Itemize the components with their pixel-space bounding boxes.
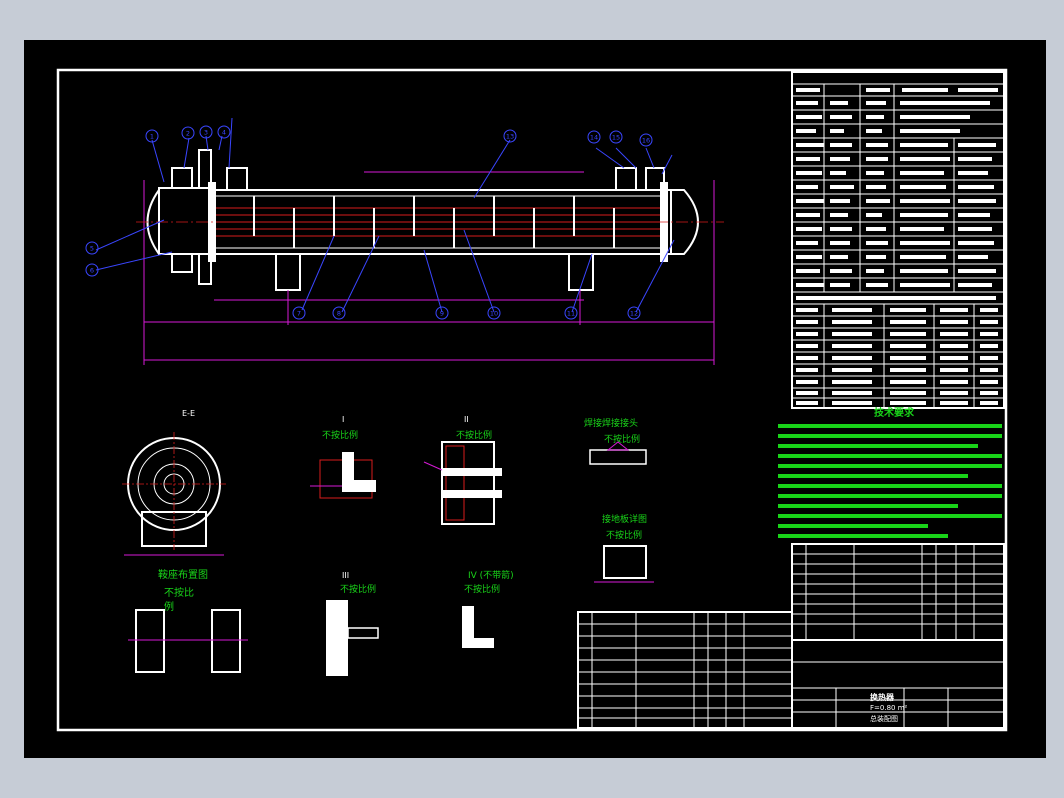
callout-number: 7	[297, 310, 301, 318]
callout-number: 16	[642, 137, 650, 145]
detail-ii-view: II 不按比例	[423, 415, 502, 525]
title-sub: F=0.80 m²	[870, 704, 908, 712]
tech-req-title: 技术要求	[874, 406, 915, 419]
cad-viewport[interactable]: 技术要求	[24, 40, 1046, 758]
callout-number: 11	[567, 310, 575, 318]
detail-iii-view: III 不按比例	[326, 571, 379, 676]
callout-number: 4	[222, 129, 226, 137]
weld-joint-view: 焊接焊接接头 不按比例	[584, 417, 647, 465]
ground-plate-view: 接地板详图 不按比例	[594, 513, 654, 583]
detail-i-view: I 不按比例	[310, 415, 376, 499]
detail-iv-scale: 不按比例	[464, 583, 500, 595]
callout-number: 3	[204, 129, 208, 137]
design-data-entries	[796, 88, 998, 405]
callout-number: 12	[630, 310, 638, 318]
callout-number: 13	[506, 133, 514, 141]
detail-ii-label: II	[464, 415, 469, 424]
weld-joint-scale: 不按比例	[604, 433, 640, 445]
callout-number: 5	[90, 245, 94, 253]
support-layout-label: 鞍座布置图	[158, 568, 208, 581]
callout-number: 14	[590, 134, 598, 142]
callout-number: 15	[612, 134, 620, 142]
title-sheet: 总装配图	[870, 714, 898, 723]
detail-i-label: I	[342, 415, 344, 424]
detail-iii-label: III	[342, 571, 349, 580]
parts-list-middle	[577, 611, 793, 729]
callout-number: 6	[90, 267, 94, 275]
weld-joint-label: 焊接焊接接头	[584, 417, 638, 429]
technical-requirements: 技术要求	[778, 406, 1002, 538]
ground-plate-scale: 不按比例	[606, 529, 642, 541]
callout-number: 8	[337, 310, 341, 318]
detail-iv-label: IV (不带箭)	[468, 569, 514, 581]
design-data-tables	[791, 71, 1005, 409]
support-scale-label-2: 例	[164, 600, 174, 613]
callout-number: 10	[490, 310, 498, 318]
title-block: 换热器 F=0.80 m² 总装配图	[791, 639, 1005, 729]
callout-number: 1	[150, 133, 154, 141]
detail-i-scale: 不按比例	[322, 429, 358, 441]
support-scale-label: 不按比	[164, 586, 194, 599]
section-ee-label: E-E	[182, 409, 195, 418]
detail-ii-scale: 不按比例	[456, 429, 492, 441]
detail-iv-view: IV (不带箭) 不按比例	[462, 569, 514, 648]
ground-plate-label: 接地板详图	[602, 513, 647, 525]
title-name: 换热器	[870, 692, 895, 702]
drawing-frame	[56, 68, 1008, 732]
drawing-canvas: 技术要求	[56, 68, 1008, 732]
parts-list-right	[791, 543, 1005, 641]
callout-number: 2	[186, 130, 190, 138]
support-layout-view: 鞍座布置图 不按比 例	[128, 568, 248, 673]
section-e-e-view: E-E	[122, 409, 226, 556]
callout-number: 9	[440, 310, 444, 318]
main-elevation-view	[85, 117, 724, 365]
detail-iii-scale: 不按比例	[340, 583, 376, 595]
